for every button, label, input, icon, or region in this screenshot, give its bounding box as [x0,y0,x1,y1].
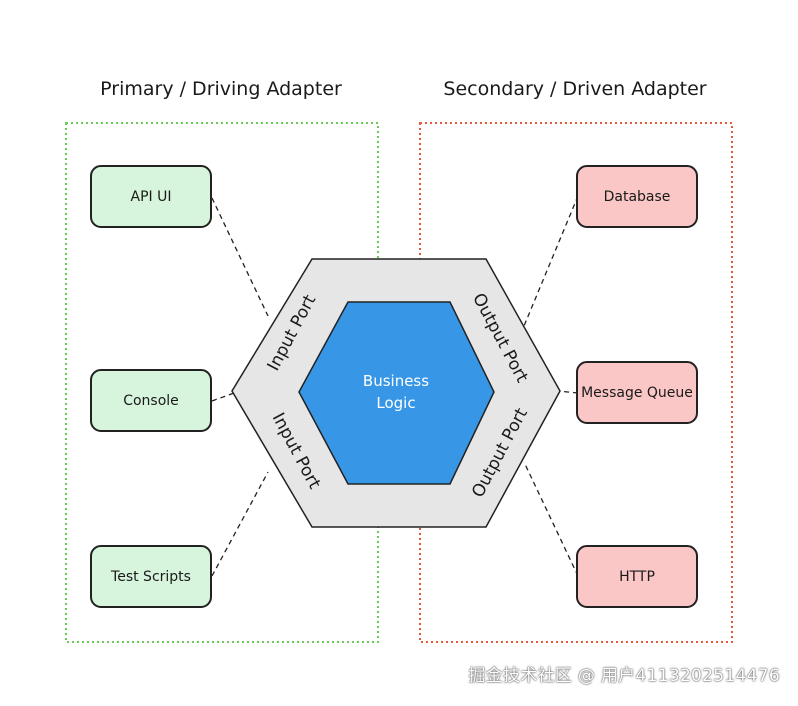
adapter-http-label: HTTP [619,569,655,585]
business-logic-label-line2: Logic [376,394,415,412]
adapter-message-queue: Message Queue [576,361,698,424]
connector-console [211,392,235,402]
adapter-message-queue-label: Message Queue [581,385,693,401]
connector-http [523,461,579,577]
adapter-test-scripts: Test Scripts [90,545,212,608]
adapter-console-label: Console [123,393,179,409]
adapter-database-label: Database [604,189,671,205]
adapter-api-ui: API UI [90,165,212,228]
secondary-adapter-group [419,122,733,643]
adapter-database: Database [576,165,698,228]
business-logic-label-line1: Business [363,372,429,390]
connector-message-queue [557,390,579,394]
adapter-console: Console [90,369,212,432]
adapter-http: HTTP [576,545,698,608]
connector-database [523,195,579,327]
adapter-api-ui-label: API UI [131,189,172,205]
secondary-adapter-title: Secondary / Driven Adapter [443,78,706,100]
primary-adapter-title: Primary / Driving Adapter [100,78,342,100]
connector-test-scripts [211,471,269,577]
adapter-test-scripts-label: Test Scripts [110,569,191,585]
watermark: 掘金技术社区 @ 用户4113202514476 [468,666,780,686]
business-logic-hexagon [298,301,495,485]
connector-api-ui [211,197,269,317]
